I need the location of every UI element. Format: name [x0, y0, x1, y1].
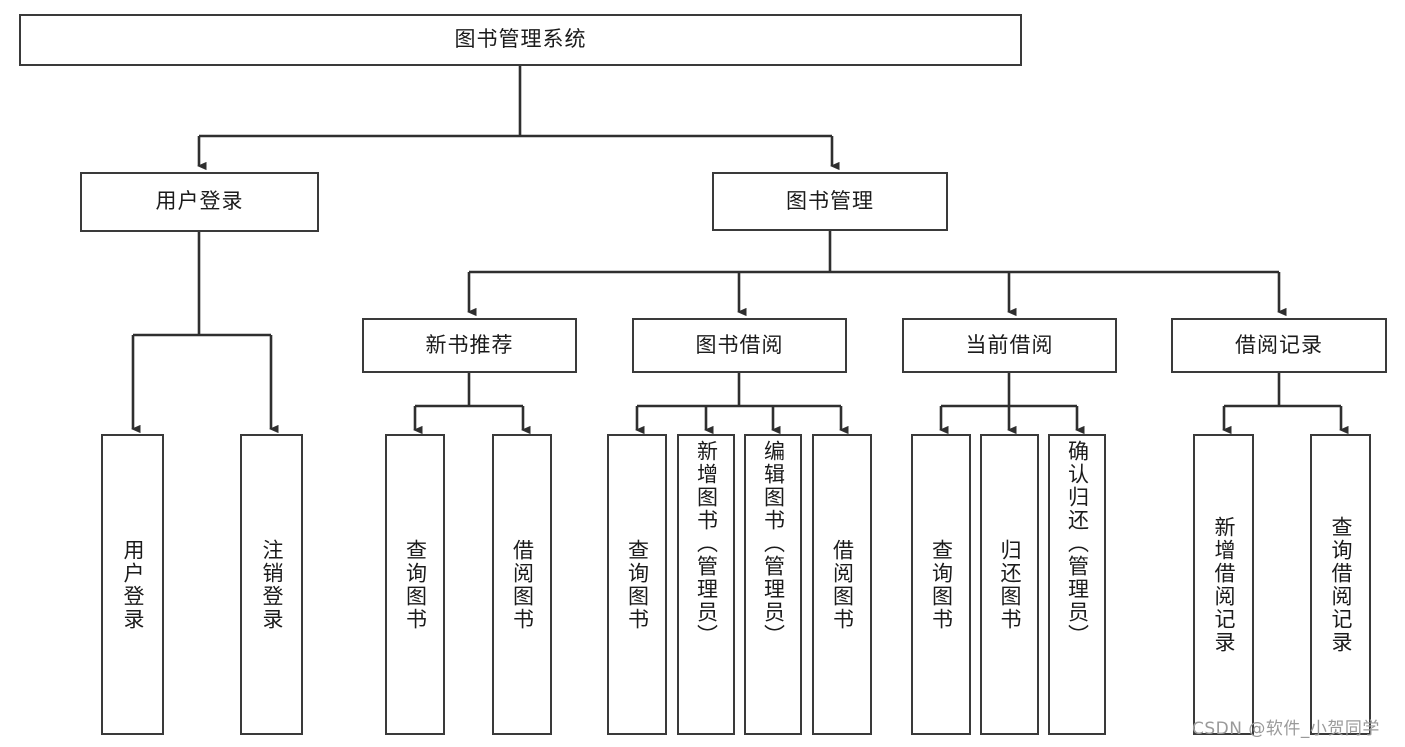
- node-leaf-add-borrow-record[interactable]: 新增借阅记录: [1193, 434, 1254, 735]
- node-label: 新书推荐: [425, 332, 514, 357]
- node-label: 新增借阅记录: [1211, 515, 1236, 654]
- node-user-login[interactable]: 用户登录: [80, 172, 319, 232]
- node-label: 归还图书: [997, 538, 1022, 631]
- node-label: 借阅图书: [830, 538, 855, 631]
- node-leaf-add-book[interactable]: 新增图书（管理员）: [677, 434, 735, 735]
- node-label: 查询图书: [403, 538, 428, 631]
- node-leaf-edit-book[interactable]: 编辑图书（管理员）: [744, 434, 802, 735]
- node-label: 注销登录: [259, 538, 284, 631]
- node-book-borrow[interactable]: 图书借阅: [632, 318, 847, 373]
- node-label: 编辑图书（管理员）: [761, 440, 786, 647]
- node-leaf-query-book-2[interactable]: 查询图书: [607, 434, 667, 735]
- node-label: 用户登录: [120, 538, 145, 631]
- node-label: 查询图书: [929, 538, 954, 631]
- node-label: 确认归还（管理员）: [1065, 440, 1090, 647]
- node-label: 新增图书（管理员）: [694, 440, 719, 647]
- node-label: 用户登录: [155, 189, 244, 214]
- node-book-management-system[interactable]: 图书管理系统: [19, 14, 1022, 66]
- node-current-borrow[interactable]: 当前借阅: [902, 318, 1117, 373]
- node-leaf-query-borrow-record[interactable]: 查询借阅记录: [1310, 434, 1371, 735]
- node-borrow-record[interactable]: 借阅记录: [1171, 318, 1387, 373]
- node-leaf-borrow-book-1[interactable]: 借阅图书: [492, 434, 552, 735]
- node-label: 当前借阅: [965, 332, 1054, 357]
- node-leaf-user-login[interactable]: 用户登录: [101, 434, 164, 735]
- node-label: 图书管理: [786, 188, 874, 213]
- node-leaf-return-book[interactable]: 归还图书: [980, 434, 1039, 735]
- node-label: 查询图书: [625, 538, 650, 631]
- csdn-watermark: CSDN @软件_小贺同学: [1192, 719, 1380, 739]
- node-label: 图书管理系统: [454, 27, 587, 52]
- node-leaf-borrow-book-2[interactable]: 借阅图书: [812, 434, 872, 735]
- node-label: 借阅记录: [1235, 332, 1323, 357]
- node-label: 借阅图书: [510, 538, 535, 631]
- node-label: 查询借阅记录: [1328, 515, 1353, 654]
- node-new-book-recommend[interactable]: 新书推荐: [362, 318, 577, 373]
- node-leaf-query-book-1[interactable]: 查询图书: [385, 434, 445, 735]
- node-book-management[interactable]: 图书管理: [712, 172, 948, 231]
- node-label: 图书借阅: [695, 332, 784, 357]
- node-leaf-logout-login[interactable]: 注销登录: [240, 434, 303, 735]
- node-leaf-confirm-return[interactable]: 确认归还（管理员）: [1048, 434, 1106, 735]
- node-leaf-query-book-3[interactable]: 查询图书: [911, 434, 971, 735]
